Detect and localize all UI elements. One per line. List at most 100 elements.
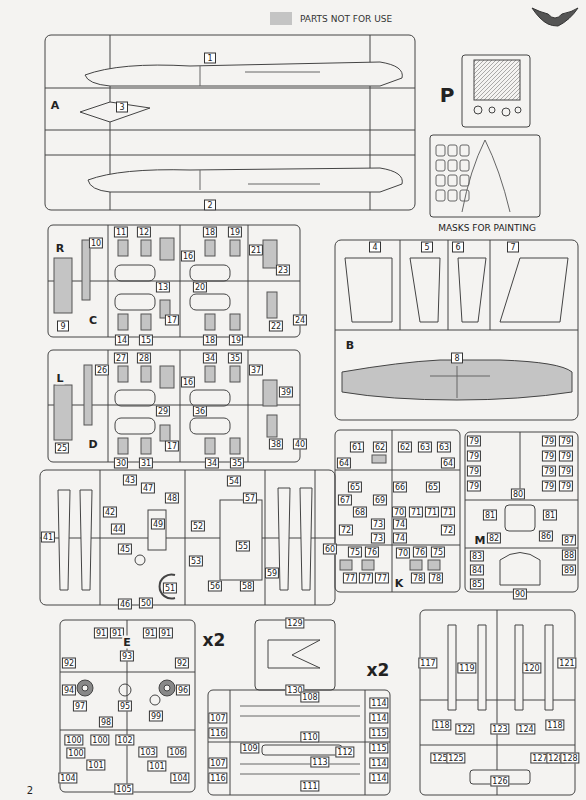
callout-number: 24 <box>293 315 307 326</box>
callout-number: 77 <box>343 573 357 584</box>
callout-number: 79 <box>542 466 556 477</box>
callout-number: 79 <box>559 466 573 477</box>
callout-number: 54 <box>227 476 241 487</box>
callout-number: 74 <box>393 533 407 544</box>
sprue-letter: M <box>474 534 487 547</box>
callout-number: 18 <box>203 227 217 238</box>
callout-number: 65 <box>348 482 362 493</box>
callout-number: 31 <box>139 458 153 469</box>
callout-number: 117 <box>418 658 437 669</box>
sprue-letter: K <box>394 577 405 590</box>
callout-number: 125 <box>446 753 465 764</box>
callout-number: 99 <box>149 711 163 722</box>
callout-number: 16 <box>181 251 195 262</box>
callout-number: 7 <box>507 242 519 253</box>
callout-number: 71 <box>425 507 439 518</box>
callout-number: 22 <box>269 321 283 332</box>
callout-number: 104 <box>58 773 77 784</box>
callout-number: 71 <box>409 507 423 518</box>
callout-number: 106 <box>167 747 186 758</box>
callout-number: 68 <box>353 507 367 518</box>
callout-number: 44 <box>111 524 125 535</box>
callout-number: 61 <box>350 442 364 453</box>
callout-number: 76 <box>413 547 427 558</box>
callout-number: 100 <box>66 748 85 759</box>
callout-number: 94 <box>62 685 76 696</box>
callout-number: 46 <box>118 599 132 610</box>
callout-number: 64 <box>441 458 455 469</box>
callout-number: 128 <box>560 753 579 764</box>
callout-number: 34 <box>205 458 219 469</box>
callout-number: 85 <box>470 579 484 590</box>
callout-number: 14 <box>115 335 129 346</box>
callout-number: 34 <box>203 353 217 364</box>
callout-number: 36 <box>193 406 207 417</box>
callout-number: 91 <box>159 628 173 639</box>
callout-number: 70 <box>396 548 410 559</box>
callout-number: 16 <box>181 377 195 388</box>
callout-number: 93 <box>120 651 134 662</box>
callout-number: 64 <box>337 458 351 469</box>
callout-number: 53 <box>189 556 203 567</box>
callout-number: 111 <box>300 781 319 792</box>
callout-number: 8 <box>451 353 463 364</box>
callout-number: 79 <box>559 451 573 462</box>
callout-number: 107 <box>208 713 227 724</box>
callout-number: 62 <box>373 442 387 453</box>
callout-number: 41 <box>41 532 55 543</box>
callout-number: 91 <box>94 628 108 639</box>
callout-number: 75 <box>431 547 445 558</box>
callout-number: 38 <box>269 439 283 450</box>
callout-number: 115 <box>369 743 388 754</box>
callout-number: 63 <box>437 442 451 453</box>
callout-number: 75 <box>348 547 362 558</box>
sheet-letter: P <box>440 83 455 107</box>
callout-number: 69 <box>373 495 387 506</box>
callout-number: 19 <box>229 335 243 346</box>
callout-number: 95 <box>118 701 132 712</box>
callout-number: 79 <box>542 481 556 492</box>
callout-number: 79 <box>559 436 573 447</box>
page-number: 2 <box>27 785 33 796</box>
callout-number: 112 <box>335 747 354 758</box>
callout-number: 15 <box>139 335 153 346</box>
callout-number: 26 <box>95 365 109 376</box>
callout-number: 47 <box>141 483 155 494</box>
callout-number: 81 <box>543 510 557 521</box>
callout-number: 29 <box>156 406 170 417</box>
callout-number: 91 <box>143 628 157 639</box>
callout-number: 12 <box>137 227 151 238</box>
sprue-letter: A <box>50 99 61 112</box>
note-text: MASKS FOR PAINTING <box>436 223 538 233</box>
callout-number: 73 <box>371 533 385 544</box>
callout-number: 73 <box>371 519 385 530</box>
callout-number: 120 <box>522 663 541 674</box>
callout-number: 84 <box>470 565 484 576</box>
callout-number: 65 <box>426 482 440 493</box>
callout-number: 110 <box>300 732 319 743</box>
callout-number: 42 <box>103 507 117 518</box>
callout-number: 89 <box>562 565 576 576</box>
callout-number: 20 <box>193 282 207 293</box>
callout-number: 35 <box>230 458 244 469</box>
callout-number: 115 <box>369 728 388 739</box>
callout-number: 90 <box>513 589 527 600</box>
callout-number: 122 <box>455 724 474 735</box>
sprue-letter: E <box>122 636 132 649</box>
callout-number: 108 <box>300 692 319 703</box>
callout-number: 114 <box>369 698 388 709</box>
callout-number: 2 <box>204 200 216 211</box>
callout-number: 96 <box>176 685 190 696</box>
legend-entry: PARTS NOT FOR USE <box>270 12 392 25</box>
callout-number: 18 <box>203 335 217 346</box>
callout-number: 104 <box>170 773 189 784</box>
sprue-letter: D <box>87 438 98 451</box>
callout-number: 79 <box>542 451 556 462</box>
callout-number: 6 <box>452 242 464 253</box>
callout-number: 66 <box>393 482 407 493</box>
quantity-note: x2 <box>203 630 226 650</box>
callout-number: 88 <box>562 550 576 561</box>
callout-number: 118 <box>545 720 564 731</box>
callout-number: 45 <box>118 544 132 555</box>
